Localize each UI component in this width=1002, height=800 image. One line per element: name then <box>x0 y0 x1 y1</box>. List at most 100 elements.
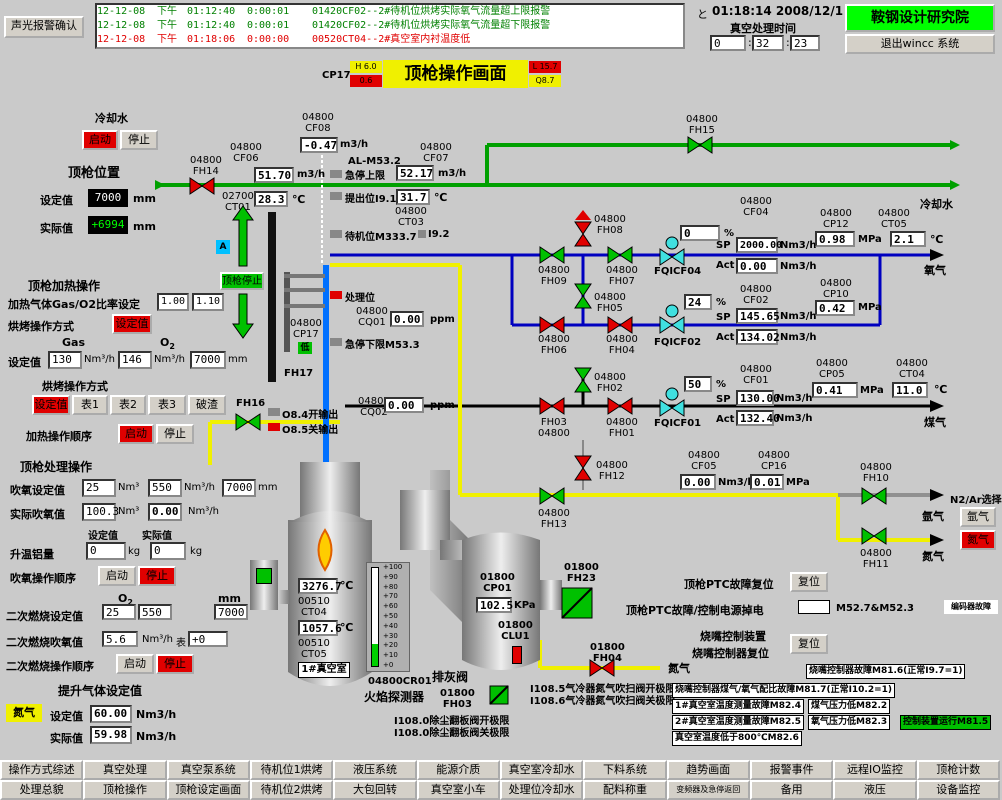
nav-button[interactable]: 液压系统 <box>333 760 417 780</box>
act-label: Act <box>716 332 735 343</box>
nav-button[interactable]: 待机位1烘烤 <box>249 760 334 780</box>
fh04-vessel-valve-icon[interactable] <box>589 659 615 677</box>
nav-button[interactable]: 备用 <box>749 780 834 800</box>
fh13-valve-icon[interactable] <box>539 487 565 505</box>
ratio-gas-input[interactable]: 1.00 <box>157 293 189 311</box>
bake-setvalue-button[interactable]: 设定值 <box>112 314 152 334</box>
post-stop-button[interactable]: 停止 <box>156 654 194 674</box>
alarm-row[interactable]: 12-12-08 下午 01:12:40 0:00:01 01420CF02--… <box>97 19 683 33</box>
blow-start-button[interactable]: 启动 <box>98 566 136 586</box>
fh09-valve-icon[interactable] <box>539 246 565 264</box>
auto-indicator: A <box>216 240 230 254</box>
nav-button[interactable]: 报警事件 <box>749 760 834 780</box>
nitrogen-select-button[interactable]: 氮气 <box>960 530 996 550</box>
nav-button[interactable]: 远程IO监控 <box>833 760 917 780</box>
lance-down-arrow-icon[interactable] <box>232 293 254 339</box>
lift-set-input[interactable]: 60.00 <box>90 705 132 723</box>
fh01-valve-icon[interactable] <box>607 397 633 415</box>
cool-stop-button[interactable]: 停止 <box>120 130 158 150</box>
alarm-row[interactable]: 12-12-08 下午 01:18:06 0:00:00 00520CT04--… <box>97 33 683 47</box>
post-set-2-input[interactable]: 550 <box>138 604 172 620</box>
nav-button[interactable]: 顶枪设定画面 <box>166 780 250 800</box>
fh16-valve-icon[interactable] <box>235 413 261 431</box>
nav-button[interactable]: 液压 <box>833 780 917 800</box>
mode-table2-button[interactable]: 表2 <box>110 395 146 415</box>
alarm-ack-button[interactable]: 声光报警确认 <box>4 16 84 38</box>
heat-start-button[interactable]: 启动 <box>118 424 154 444</box>
heat-stop-button[interactable]: 停止 <box>156 424 194 444</box>
heat-gas-input[interactable]: 130 <box>48 351 82 369</box>
mode-table3-button[interactable]: 表3 <box>148 395 186 415</box>
burner-reset-button[interactable]: 复位 <box>790 634 828 654</box>
blow-set-1-input[interactable]: 25 <box>82 479 116 497</box>
cool-start-button[interactable]: 启动 <box>82 130 118 150</box>
blow-set-2-input[interactable]: 550 <box>148 479 182 497</box>
nav-button[interactable]: 真空室小车 <box>416 780 500 800</box>
exit-wincc-button[interactable]: 退出wincc 系统 <box>845 34 995 54</box>
mode-break-slag-button[interactable]: 破渣 <box>188 395 226 415</box>
nav-button[interactable]: 待机位2烘烤 <box>249 780 334 800</box>
fh12-valve-icon[interactable] <box>574 455 592 482</box>
ptc-reset-button[interactable]: 复位 <box>790 572 828 592</box>
fh04-valve-icon[interactable] <box>607 316 633 334</box>
nav-button[interactable]: 变频器及急停返回 <box>666 780 750 800</box>
argon-select-button[interactable]: 氩气 <box>960 507 996 527</box>
nav-button[interactable]: 下料系统 <box>583 760 667 780</box>
nav-button[interactable]: 大包回转 <box>333 780 417 800</box>
fh23-damper-icon[interactable] <box>561 587 593 619</box>
cf01-pct: 50 <box>684 376 712 392</box>
lance-stop-button[interactable]: 顶枪停止 <box>220 272 264 290</box>
mode-table1-button[interactable]: 表1 <box>72 395 108 415</box>
nav-button[interactable]: 处理位冷却水 <box>499 780 584 800</box>
al-temp-label: 升温铝量 <box>10 548 54 561</box>
nav-button[interactable]: 真空泵系统 <box>166 760 250 780</box>
fh05-valve-icon[interactable] <box>574 283 592 318</box>
fh02-valve-icon[interactable] <box>574 367 592 402</box>
fqicf04-valve-icon[interactable] <box>658 236 686 266</box>
heat-o2-input[interactable]: 146 <box>118 351 152 369</box>
fqicf01-valve-icon[interactable] <box>658 387 686 417</box>
post-start-button[interactable]: 启动 <box>116 654 154 674</box>
al-set-input[interactable]: 0 <box>86 542 126 560</box>
side-valve-icon[interactable] <box>256 568 272 584</box>
fh08-valve-icon[interactable] <box>574 210 592 250</box>
alarm-row[interactable]: 12-12-08 下午 01:12:40 0:00:01 01420CF02--… <box>97 5 683 19</box>
fh03-valve-icon[interactable] <box>539 397 565 415</box>
blow-set-3-input[interactable]: 7000 <box>222 479 256 497</box>
post-set-1-input[interactable]: 25 <box>102 604 136 620</box>
lance-up-arrow-icon[interactable] <box>232 205 254 267</box>
cp17-title-tag: CP17 <box>322 70 351 81</box>
nav-button[interactable]: 配料称重 <box>583 780 667 800</box>
nav-button[interactable]: 操作方式综述 <box>0 760 84 780</box>
ash-valve-icon[interactable] <box>489 685 509 705</box>
heat-pos-input[interactable]: 7000 <box>190 351 226 369</box>
blow-stop-button[interactable]: 停止 <box>138 566 176 586</box>
fh15-valve-icon[interactable] <box>687 136 713 154</box>
nav-button[interactable]: 真空室冷却水 <box>499 760 584 780</box>
nav-button[interactable]: 真空处理 <box>83 760 167 780</box>
nav-button[interactable]: 顶枪计数 <box>916 760 1000 780</box>
mode-setvalue-button[interactable]: 设定值 <box>32 395 70 415</box>
nav-button[interactable]: 顶枪操作 <box>83 780 167 800</box>
fh06-valve-icon[interactable] <box>539 316 565 334</box>
ratio-o2-input[interactable]: 1.10 <box>192 293 224 311</box>
nav-button[interactable]: 趋势画面 <box>666 760 750 780</box>
post-set-3-input[interactable]: 7000 <box>214 604 248 620</box>
fh16-label: FH16 <box>236 398 266 409</box>
fh14-valve-icon[interactable] <box>189 177 215 195</box>
nav-button[interactable]: 设备监控 <box>916 780 1000 800</box>
fh10-valve-icon[interactable] <box>861 487 887 505</box>
fh07-valve-icon[interactable] <box>607 246 633 264</box>
o84-label: O8.4开输出 <box>282 410 339 421</box>
nav-button[interactable]: 能源介质 <box>416 760 500 780</box>
lift-set-label: 设定值 <box>50 710 83 723</box>
unit-ppm: ppm <box>430 314 455 325</box>
fqicf02-valve-icon[interactable] <box>658 304 686 334</box>
sp-label: SP <box>716 312 731 323</box>
fh11-valve-icon[interactable] <box>861 527 887 545</box>
post-blow-input[interactable]: 5.6 <box>102 631 138 647</box>
nav-button[interactable]: 处理总貌 <box>0 780 84 800</box>
